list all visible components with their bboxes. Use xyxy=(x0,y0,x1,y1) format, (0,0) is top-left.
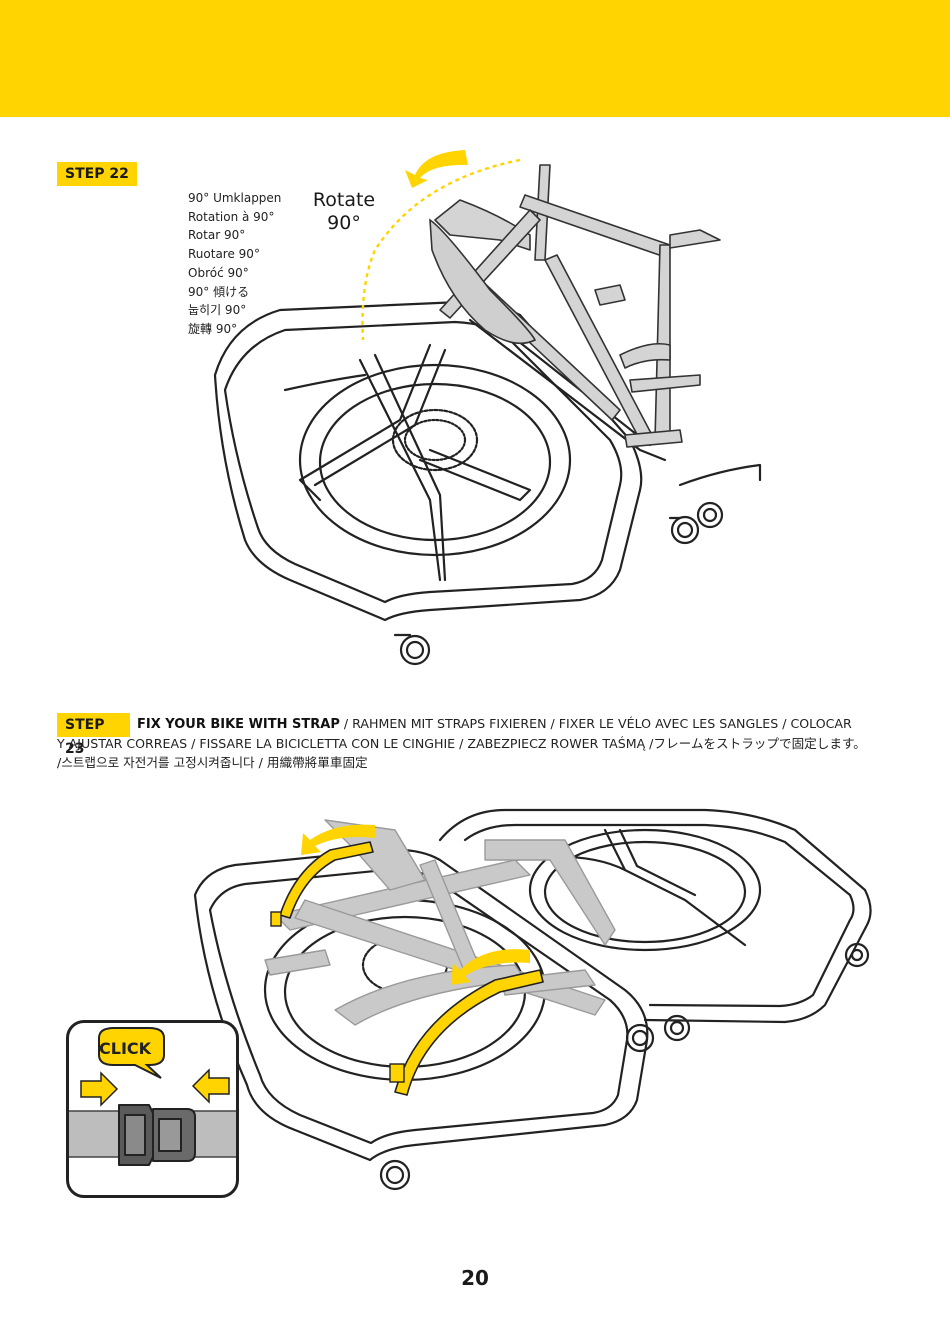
step-23-line-2: Y AJUSTAR CORREAS / FISSARE LA BICICLETT… xyxy=(57,736,866,751)
step-23-illustration xyxy=(193,808,872,1191)
header-band xyxy=(0,0,950,117)
translation-de: 90° Umklappen xyxy=(188,191,282,205)
translation-ko: 눕히기 90° xyxy=(188,303,247,318)
rotate-label: Rotate 90° xyxy=(304,189,384,235)
step-23-line-1: FIX YOUR BIKE WITH STRAP / RAHMEN MIT ST… xyxy=(57,714,897,734)
step-23-instructions: FIX YOUR BIKE WITH STRAP / RAHMEN MIT ST… xyxy=(57,714,897,772)
translation-fr: Rotation à 90° xyxy=(188,209,275,224)
step-23-badge: STEP 23 xyxy=(57,713,130,757)
click-detail-panel: CLICK xyxy=(66,1020,239,1198)
translation-ja: 90° 傾ける xyxy=(188,284,250,299)
step-23-lead: FIX YOUR BIKE WITH STRAP xyxy=(137,717,340,732)
page-number: 20 xyxy=(461,1266,489,1290)
step-22-badge: STEP 22 xyxy=(57,162,137,186)
push-arrow-icon xyxy=(80,1071,119,1107)
rotate-arrow-icon xyxy=(451,949,530,985)
click-label: CLICK xyxy=(99,1039,152,1058)
translation-it: Ruotare 90° xyxy=(188,247,260,262)
rotate-translations-list: 90° Umklappen Rotation à 90° Rotar 90° R… xyxy=(188,189,281,339)
step-22-illustration xyxy=(213,150,762,666)
translation-es: Rotar 90° xyxy=(188,228,246,243)
buckle-icon xyxy=(118,1104,196,1166)
translation-zh: 旋轉 90° xyxy=(188,321,238,336)
rotate-label-degrees: 90° xyxy=(327,212,361,234)
buckle-detail-drawing xyxy=(69,1027,236,1166)
translation-pl: Obróć 90° xyxy=(188,265,249,280)
rotate-label-word: Rotate xyxy=(312,189,376,211)
step-23-line-3: /스트랩으로 자전거를 고정시켜줍니다 / 用織帶將單車固定 xyxy=(57,755,368,770)
rotate-arrow-icon xyxy=(405,150,468,188)
push-arrow-icon xyxy=(191,1068,230,1104)
step-23-line-1-rest: / RAHMEN MIT STRAPS FIXIEREN / FIXER LE … xyxy=(339,716,852,731)
rotate-arrow-icon xyxy=(301,824,375,855)
